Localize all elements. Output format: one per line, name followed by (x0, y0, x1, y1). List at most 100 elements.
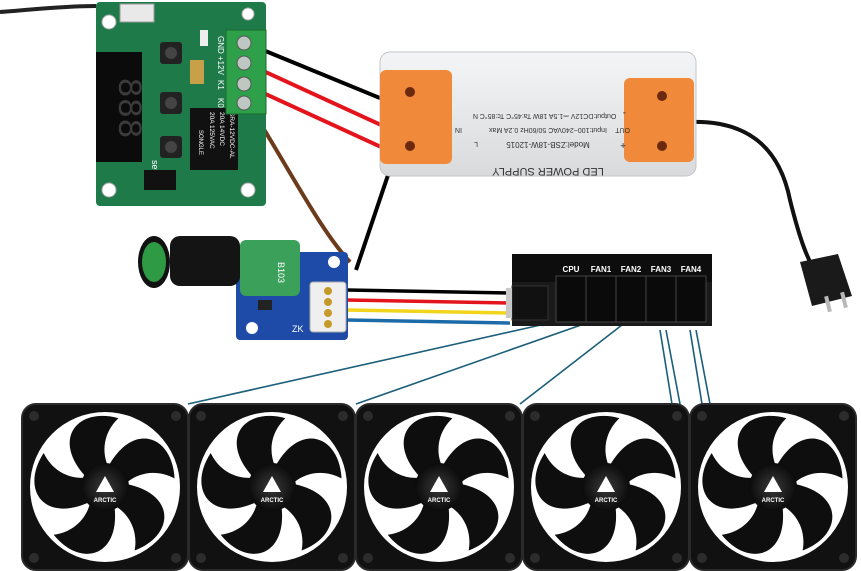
hub-label-fan4: FAN4 (681, 265, 702, 274)
hub-port-fan3 (645, 275, 677, 323)
arctic-logo-icon (597, 476, 615, 492)
fan-screw-hole (530, 411, 540, 421)
relay-brand: SONGLE (197, 130, 203, 155)
label-12v: +12V (216, 56, 225, 76)
fan: ARCTIC (689, 403, 857, 571)
header-pin (324, 309, 332, 317)
fan-screw-hole (171, 411, 181, 421)
psu-minus-label: - (623, 107, 626, 118)
fan-cable-1 (187, 317, 573, 405)
component (190, 60, 204, 84)
fan: ARCTIC (188, 403, 356, 571)
plug-pin (824, 295, 832, 313)
fan-screw-hole (29, 411, 39, 421)
potentiometer-body (240, 240, 300, 296)
psu-screw (657, 91, 667, 101)
mount-hole (240, 182, 256, 198)
psu-model: Model:ZSB-18W-12015 (506, 140, 590, 149)
fan: ARCTIC (21, 403, 189, 571)
arctic-logo-icon (764, 476, 782, 492)
fan-brand: ARCTIC (261, 498, 284, 504)
terminal-screw-gnd (236, 35, 252, 51)
hub-port-fan4 (675, 275, 707, 323)
hub-label-fan1: FAN1 (591, 265, 612, 274)
button-up-cap[interactable] (165, 47, 177, 59)
fan-cable-5b (695, 329, 711, 405)
relay-line-2: 20A 14VDC (218, 112, 225, 146)
arctic-logo-icon (96, 476, 114, 492)
fan-screw-hole (697, 411, 707, 421)
knob-body[interactable] (170, 236, 240, 286)
fan-brand: ARCTIC (762, 498, 785, 504)
mains-plug (800, 254, 852, 313)
fan-cables (187, 317, 711, 405)
hub-input-pins (506, 288, 512, 318)
fan-brand: ARCTIC (94, 498, 117, 504)
psu-title: LED POWER SUPPLY (492, 165, 604, 177)
set-label: set (150, 160, 160, 173)
fan-screw-hole (672, 411, 682, 421)
mount-hole (101, 14, 117, 30)
fan-screw-hole (171, 553, 181, 563)
fan-brand: ARCTIC (595, 498, 618, 504)
wire-gnd-to-psu (245, 41, 393, 105)
plug-pin (840, 291, 848, 309)
relay-line-3: 20A 125VAC (208, 112, 215, 149)
smd-chip (258, 300, 272, 310)
button-set-cap[interactable] (165, 141, 177, 153)
hub-label-fan3: FAN3 (651, 265, 672, 274)
hub-input-header (511, 285, 549, 321)
terminal-screw-12v (236, 55, 252, 71)
button-down-cap[interactable] (165, 97, 177, 109)
label-k0: K0 (216, 98, 225, 108)
wire-k1-to-psu (245, 83, 393, 154)
fan-cable-3 (519, 317, 632, 405)
fan-screw-hole (505, 553, 515, 563)
fan-screw-hole (338, 553, 348, 563)
header-pin (324, 298, 332, 306)
psu-cap-right (624, 78, 694, 162)
psu-in-label: IN (455, 126, 462, 133)
mount-hole (246, 322, 258, 334)
fan-screw-hole (363, 411, 373, 421)
mount-hole (241, 7, 255, 21)
hub-port-fan2 (615, 275, 647, 323)
psu-cap-left (380, 70, 452, 164)
psu-output: Output:DC12V ⎓1.5A 18W Ta:45°C Tc:85°C (480, 112, 617, 120)
psu-out-label: OUT (615, 126, 631, 133)
fan: ARCTIC (355, 403, 523, 571)
thermostat-board: 888 set SRA-12VDC-AL 20A 14VDC 20A 125VA… (96, 2, 267, 206)
psu-plus-label: + (620, 139, 626, 150)
wire-pwm-yellow (345, 308, 511, 315)
relay (190, 108, 238, 170)
fan-cable-2 (355, 317, 602, 405)
label-gnd: GND (216, 36, 225, 54)
wire-pwm-red (345, 298, 511, 305)
knob-cap[interactable] (142, 242, 166, 282)
pwm-controller: ZK B103 (138, 236, 348, 340)
led-display (96, 52, 142, 162)
wire-pwm-blue (345, 318, 511, 325)
fans-row: ARCTIC ARCTIC ARCTIC ARCTIC ARCTIC (21, 403, 857, 571)
terminal-screw-k0 (236, 95, 252, 111)
hub-ports (555, 275, 707, 323)
fan-screw-hole (530, 553, 540, 563)
pwm-header (309, 281, 347, 333)
psu-input: Input:100~240VAC 50/60Hz 0.2A Max (489, 126, 607, 133)
psu-screw (405, 141, 415, 151)
fan-screw-hole (29, 553, 39, 563)
fan-cable-5a (689, 329, 703, 405)
mount-hole (328, 256, 340, 268)
ic-chip (144, 170, 176, 190)
pot-label: B103 (276, 262, 286, 283)
label-k1: K1 (216, 80, 225, 90)
mount-hole (101, 182, 117, 198)
psu-screw (405, 87, 415, 97)
fan-screw-hole (196, 411, 206, 421)
hub-port-fan1 (585, 275, 617, 323)
fan: ARCTIC (522, 403, 690, 571)
arctic-logo-icon (430, 476, 448, 492)
fan-screw-hole (839, 411, 849, 421)
